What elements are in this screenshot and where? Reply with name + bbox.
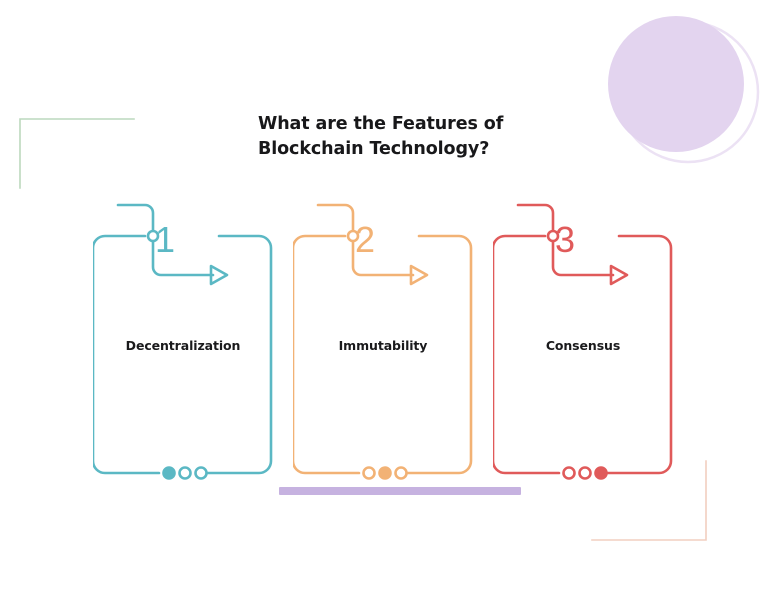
card-label-2: Immutability bbox=[338, 338, 428, 353]
card-frame-2 bbox=[293, 203, 473, 480]
card-number-3: 3 bbox=[555, 219, 576, 260]
card-dot-1-1 bbox=[162, 466, 176, 480]
card-arrow-icon-2 bbox=[409, 264, 429, 286]
card-dot-1-2 bbox=[178, 466, 192, 480]
page-title-line-2: Blockchain Technology? bbox=[258, 139, 490, 159]
card-node-circle-3 bbox=[546, 229, 560, 243]
page-title-line-1: What are the Features of bbox=[258, 114, 504, 134]
card-node-circle-2 bbox=[346, 229, 360, 243]
card-node-circle-1 bbox=[146, 229, 160, 243]
card-label-3: Consensus bbox=[545, 338, 621, 353]
card-dot-3-1 bbox=[562, 466, 576, 480]
feature-card-consensus[interactable]: 3 Consensus bbox=[493, 196, 693, 486]
card-number-2: 2 bbox=[355, 219, 376, 260]
card-outline-1 bbox=[93, 234, 273, 475]
card-dot-2-3 bbox=[394, 466, 408, 480]
card-frame-1 bbox=[93, 203, 273, 480]
purple-accent-bar bbox=[279, 487, 521, 495]
card-dot-2-1 bbox=[362, 466, 376, 480]
card-arrow-icon-1 bbox=[209, 264, 229, 286]
card-dot-3-2 bbox=[578, 466, 592, 480]
card-dot-3-3 bbox=[594, 466, 608, 480]
card-outline-3 bbox=[493, 234, 673, 475]
card-number-1: 1 bbox=[155, 219, 176, 260]
card-outline-2 bbox=[293, 234, 473, 475]
card-dot-2-2 bbox=[378, 466, 392, 480]
page-title: What are the Features of Blockchain Tech… bbox=[258, 112, 558, 162]
card-arrow-icon-3 bbox=[609, 264, 629, 286]
card-dot-1-3 bbox=[194, 466, 208, 480]
feature-card-immutability[interactable]: 2 Immutability bbox=[293, 196, 493, 486]
feature-card-decentralization[interactable]: 1 Decentralization bbox=[93, 196, 293, 486]
card-label-1: Decentralization bbox=[125, 338, 241, 353]
card-frame-3 bbox=[493, 203, 673, 480]
